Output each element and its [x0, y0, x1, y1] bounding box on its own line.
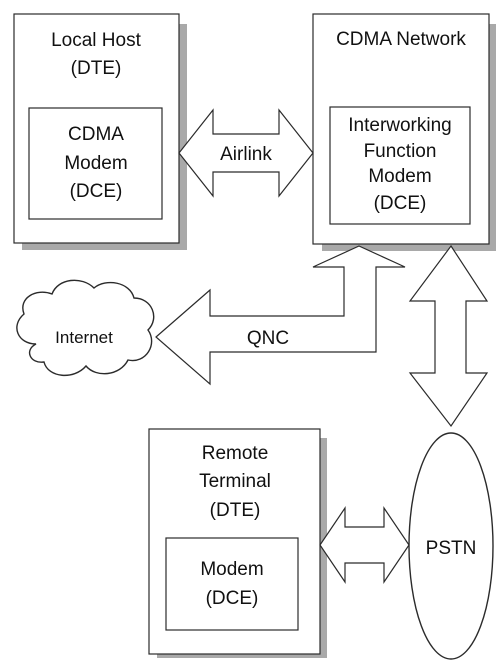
cdma-modem-box — [28, 107, 163, 220]
remote-modem-box — [165, 537, 299, 631]
cdma-modem-label-line1: CDMA — [68, 124, 124, 145]
iwf-modem-label-line1: Interworking — [348, 115, 452, 136]
local-host-label-line2: (DTE) — [71, 58, 122, 79]
local-host-label-line1: Local Host — [51, 30, 141, 51]
internet-label: Internet — [55, 328, 113, 347]
internet-node: Internet — [16, 279, 155, 376]
remote-terminal-node: Remote Terminal (DTE) Modem (DCE) — [148, 428, 327, 658]
qnc-arrow — [155, 245, 406, 386]
qnc-connector: QNC — [155, 245, 406, 386]
remote-terminal-label-line2: Terminal — [199, 471, 271, 492]
cdma-modem-label-line3: (DCE) — [70, 181, 123, 202]
iwf-modem-label-line2: Function — [364, 141, 437, 162]
qnc-label: QNC — [247, 328, 289, 349]
remote-terminal-label-line3: (DTE) — [210, 500, 261, 521]
cdma-network-title: CDMA Network — [336, 29, 466, 50]
remote-pstn-connector — [319, 506, 410, 584]
airlink-connector: Airlink — [178, 108, 314, 198]
internet-cloud — [16, 279, 155, 376]
pstn-node: PSTN — [408, 432, 494, 660]
airlink-label: Airlink — [220, 144, 272, 165]
airlink-arrow — [178, 108, 314, 198]
cdma-modem-label-line2: Modem — [64, 153, 127, 174]
iwf-modem-label-line4: (DCE) — [374, 193, 427, 214]
remote-modem-label-line1: Modem — [200, 559, 263, 580]
iwf-modem-label-line3: Modem — [368, 166, 431, 187]
cdma-network-node: CDMA Network Interworking Function Modem… — [312, 13, 496, 251]
remote-modem-label-line2: (DCE) — [206, 588, 259, 609]
network-pstn-connector — [408, 244, 489, 428]
remote-pstn-arrow — [319, 506, 410, 584]
local-host-node: Local Host (DTE) CDMA Modem (DCE) — [13, 13, 187, 250]
remote-terminal-label-line1: Remote — [202, 443, 269, 464]
network-pstn-arrow — [408, 244, 489, 428]
iwf-modem-box — [329, 106, 471, 225]
pstn-label: PSTN — [426, 538, 477, 559]
